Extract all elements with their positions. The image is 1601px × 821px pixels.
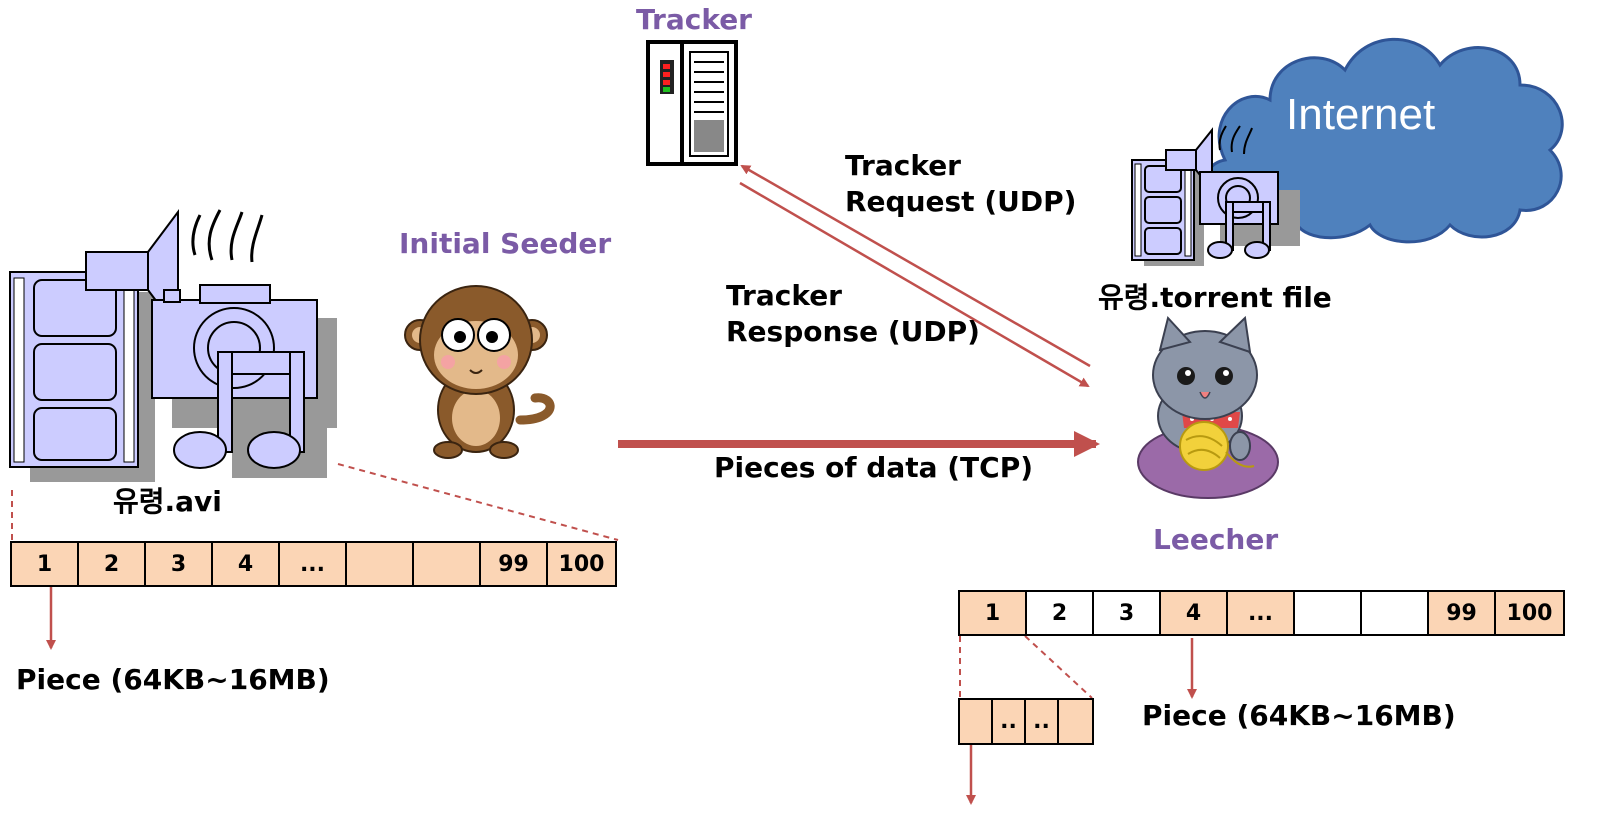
seeder-piece: 99 [481, 543, 548, 585]
tracker-response-line1: Tracker [726, 279, 842, 312]
leecher-piece [1295, 592, 1362, 634]
sub-block [1059, 700, 1092, 743]
leecher-label: Leecher [1153, 523, 1279, 556]
torrent-file-label: 유령.torrent file [1098, 281, 1332, 314]
zoom-guide-right [337, 463, 619, 541]
internet-label: Internet [1286, 90, 1436, 139]
monkey-seeder-icon [404, 285, 555, 459]
media-file-icon [9, 209, 337, 482]
seeder-piece: 3 [146, 543, 213, 585]
leecher-piece: 1 [960, 592, 1027, 634]
torrent-file-icon [1131, 125, 1300, 266]
file-name-label: 유령.avi [113, 485, 222, 518]
leecher-piece: ... [1228, 592, 1295, 634]
leecher-piece: 100 [1496, 592, 1563, 634]
seeder-piece: 100 [548, 543, 615, 585]
tracker-request-arrow [740, 164, 1091, 368]
seeder-piece: 2 [79, 543, 146, 585]
leecher-piece: 2 [1027, 592, 1094, 634]
leecher-piece: 99 [1429, 592, 1496, 634]
leecher-piece: 3 [1094, 592, 1161, 634]
pieces-of-data-label: Pieces of data (TCP) [714, 451, 1034, 484]
initial-seeder-label: Initial Seeder [399, 227, 612, 260]
leecher-piece: 4 [1161, 592, 1228, 634]
sub-block: .. [993, 700, 1026, 743]
seeder-piece: ... [280, 543, 347, 585]
tracker-response-arrow [739, 181, 1090, 388]
sub-block-strip: .... [958, 698, 1094, 745]
leecher-piece [1362, 592, 1429, 634]
piece-size-label-left: Piece (64KB~16MB) [16, 663, 330, 696]
tracker-response-line2: Response (UDP) [726, 315, 980, 348]
seeder-piece [347, 543, 414, 585]
sub-block [960, 700, 993, 743]
cat-leecher-icon [1137, 315, 1279, 499]
sub-block: .. [1026, 700, 1059, 743]
leecher-zoom-guide-right [1024, 635, 1093, 699]
seeder-piece: 1 [12, 543, 79, 585]
tracker-request-line1: Tracker [845, 149, 961, 182]
seeder-piece [414, 543, 481, 585]
piece-size-label-right: Piece (64KB~16MB) [1142, 699, 1456, 732]
tracker-server-icon [646, 40, 738, 166]
seeder-piece: 4 [213, 543, 280, 585]
tracker-title: Tracker [636, 3, 752, 36]
tracker-request-line2: Request (UDP) [845, 185, 1077, 218]
